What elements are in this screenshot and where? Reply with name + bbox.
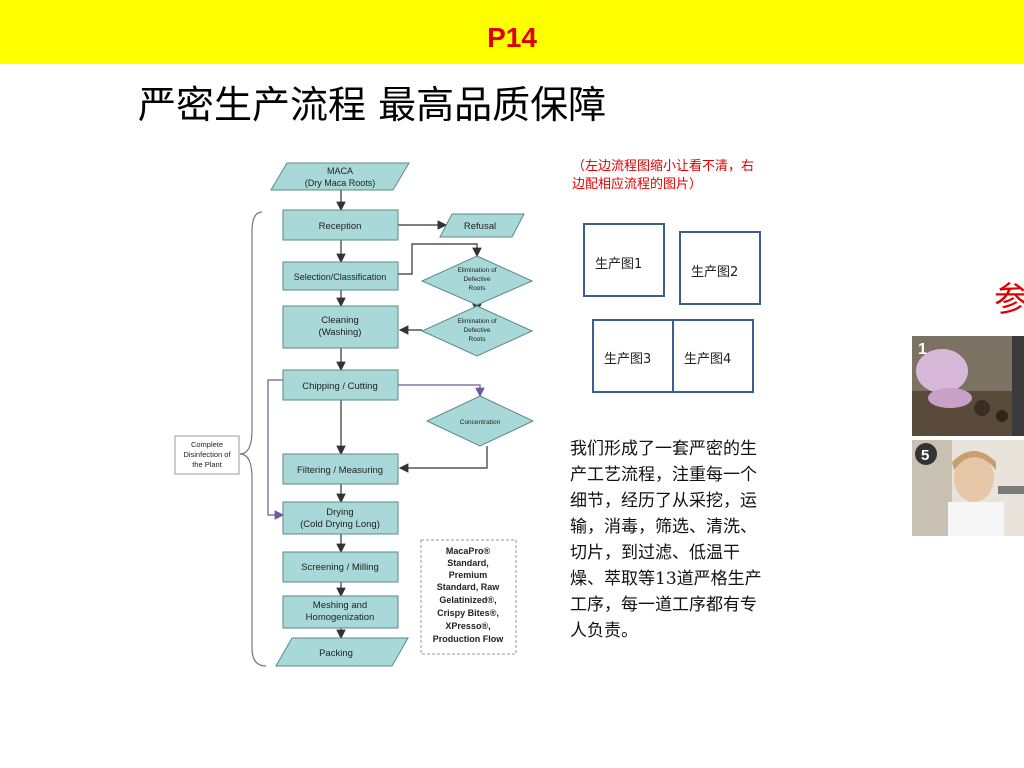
svg-text:Production Flow: Production Flow <box>433 634 504 644</box>
svg-text:(Cold Drying Long): (Cold Drying Long) <box>300 519 380 530</box>
svg-text:Disinfection of: Disinfection of <box>183 450 231 459</box>
svg-text:MacaPro®: MacaPro® <box>446 546 491 556</box>
process-description: 我们形成了一套严密的生产工艺流程，注重每一个细节，经历了从采挖，运输，消毒，筛选… <box>570 439 762 641</box>
flow-step-screening: Screening / Milling <box>282 551 399 583</box>
flow-refusal: Refusal <box>439 213 525 238</box>
disinfection-bracket <box>239 211 267 667</box>
svg-text:Roots: Roots <box>469 285 487 292</box>
flow-diamond-elimination-2: Elimination of Defective Roots <box>420 305 534 357</box>
page-label: P14 <box>487 22 537 53</box>
side-badge-5: 5 <box>921 447 929 464</box>
flow-step-reception: Reception <box>282 209 399 241</box>
svg-text:Reception: Reception <box>319 221 362 232</box>
photo-placeholder-3: 生产图3 <box>592 319 674 393</box>
svg-text:XPresso®,: XPresso®, <box>445 621 490 631</box>
svg-text:Homogenization: Homogenization <box>306 612 375 623</box>
photo-label-2: 生产图2 <box>691 265 739 280</box>
flow-step-filtering: Filtering / Measuring <box>282 453 399 485</box>
flow-step-cleaning: Cleaning (Washing) <box>282 305 399 349</box>
side-heading-fragment: 参 <box>994 280 1024 320</box>
svg-text:Elimination of: Elimination of <box>457 318 496 325</box>
svg-text:Meshing and: Meshing and <box>313 600 367 611</box>
flow-step-meshing: Meshing and Homogenization <box>282 595 399 629</box>
svg-text:Complete: Complete <box>191 440 223 449</box>
svg-text:Screening / Milling: Screening / Milling <box>301 562 379 573</box>
side-connectors <box>267 379 485 520</box>
side-photo-bottom: 5 <box>912 440 1024 536</box>
slide-title: 严密生产流程 最高品质保障 <box>138 83 607 127</box>
svg-text:Concentration: Concentration <box>460 419 501 426</box>
svg-text:Refusal: Refusal <box>464 221 496 232</box>
photo-placeholder-2: 生产图2 <box>679 231 761 305</box>
side-badge-1: 1 <box>918 341 927 358</box>
svg-text:Filtering / Measuring: Filtering / Measuring <box>297 465 383 476</box>
svg-text:Defective: Defective <box>463 327 490 334</box>
svg-text:the Plant: the Plant <box>192 460 223 469</box>
soil-harvest-image: 1 <box>912 336 1024 436</box>
photo-label-3: 生产图3 <box>604 352 652 367</box>
flow-diamond-elimination-1: Elimination of Defective Roots <box>420 255 534 306</box>
svg-text:Elimination of: Elimination of <box>457 267 496 274</box>
svg-text:Cleaning: Cleaning <box>321 315 359 326</box>
svg-text:Crispy Bites®,: Crispy Bites®, <box>437 608 499 618</box>
svg-text:MACA: MACA <box>327 166 353 176</box>
svg-text:Premium: Premium <box>449 570 488 580</box>
side-photo-top: 1 <box>912 336 1024 436</box>
photo-label-1: 生产图1 <box>595 257 643 272</box>
flow-arrows <box>336 190 488 640</box>
layout-note: （左边流程图缩小让看不清，右边配相应流程的图片） <box>572 159 755 192</box>
flow-step-selection: Selection/Classification <box>282 261 399 291</box>
photo-label-4: 生产图4 <box>684 352 732 367</box>
svg-text:Defective: Defective <box>463 276 490 283</box>
svg-text:Gelatinized®,: Gelatinized®, <box>439 595 496 605</box>
svg-text:(Dry Maca Roots): (Dry Maca Roots) <box>305 178 376 188</box>
svg-text:Drying: Drying <box>326 507 353 518</box>
flow-end-packing: Packing <box>275 637 409 667</box>
svg-text:(Washing): (Washing) <box>319 327 362 338</box>
legend-box: MacaPro® Standard, Premium Standard, Raw… <box>420 539 517 655</box>
svg-text:Standard, Raw: Standard, Raw <box>437 582 501 592</box>
flow-step-drying: Drying (Cold Drying Long) <box>282 501 399 535</box>
flow-diamond-concentration: Concentration <box>425 395 535 447</box>
svg-text:Selection/Classification: Selection/Classification <box>294 272 387 282</box>
svg-text:Standard,: Standard, <box>447 558 489 568</box>
flow-start-maca: MACA (Dry Maca Roots) <box>270 162 410 191</box>
svg-text:Packing: Packing <box>319 648 353 659</box>
top-banner: P14 <box>0 0 1024 64</box>
photo-placeholder-1: 生产图1 <box>583 223 665 297</box>
svg-text:Roots: Roots <box>469 336 487 343</box>
photo-placeholder-4: 生产图4 <box>672 319 754 393</box>
flow-step-chipping: Chipping / Cutting <box>282 369 399 401</box>
disinfection-box: Complete Disinfection of the Plant <box>174 435 240 475</box>
svg-text:Chipping / Cutting: Chipping / Cutting <box>302 381 378 392</box>
lab-worker-image: 5 <box>912 440 1024 536</box>
